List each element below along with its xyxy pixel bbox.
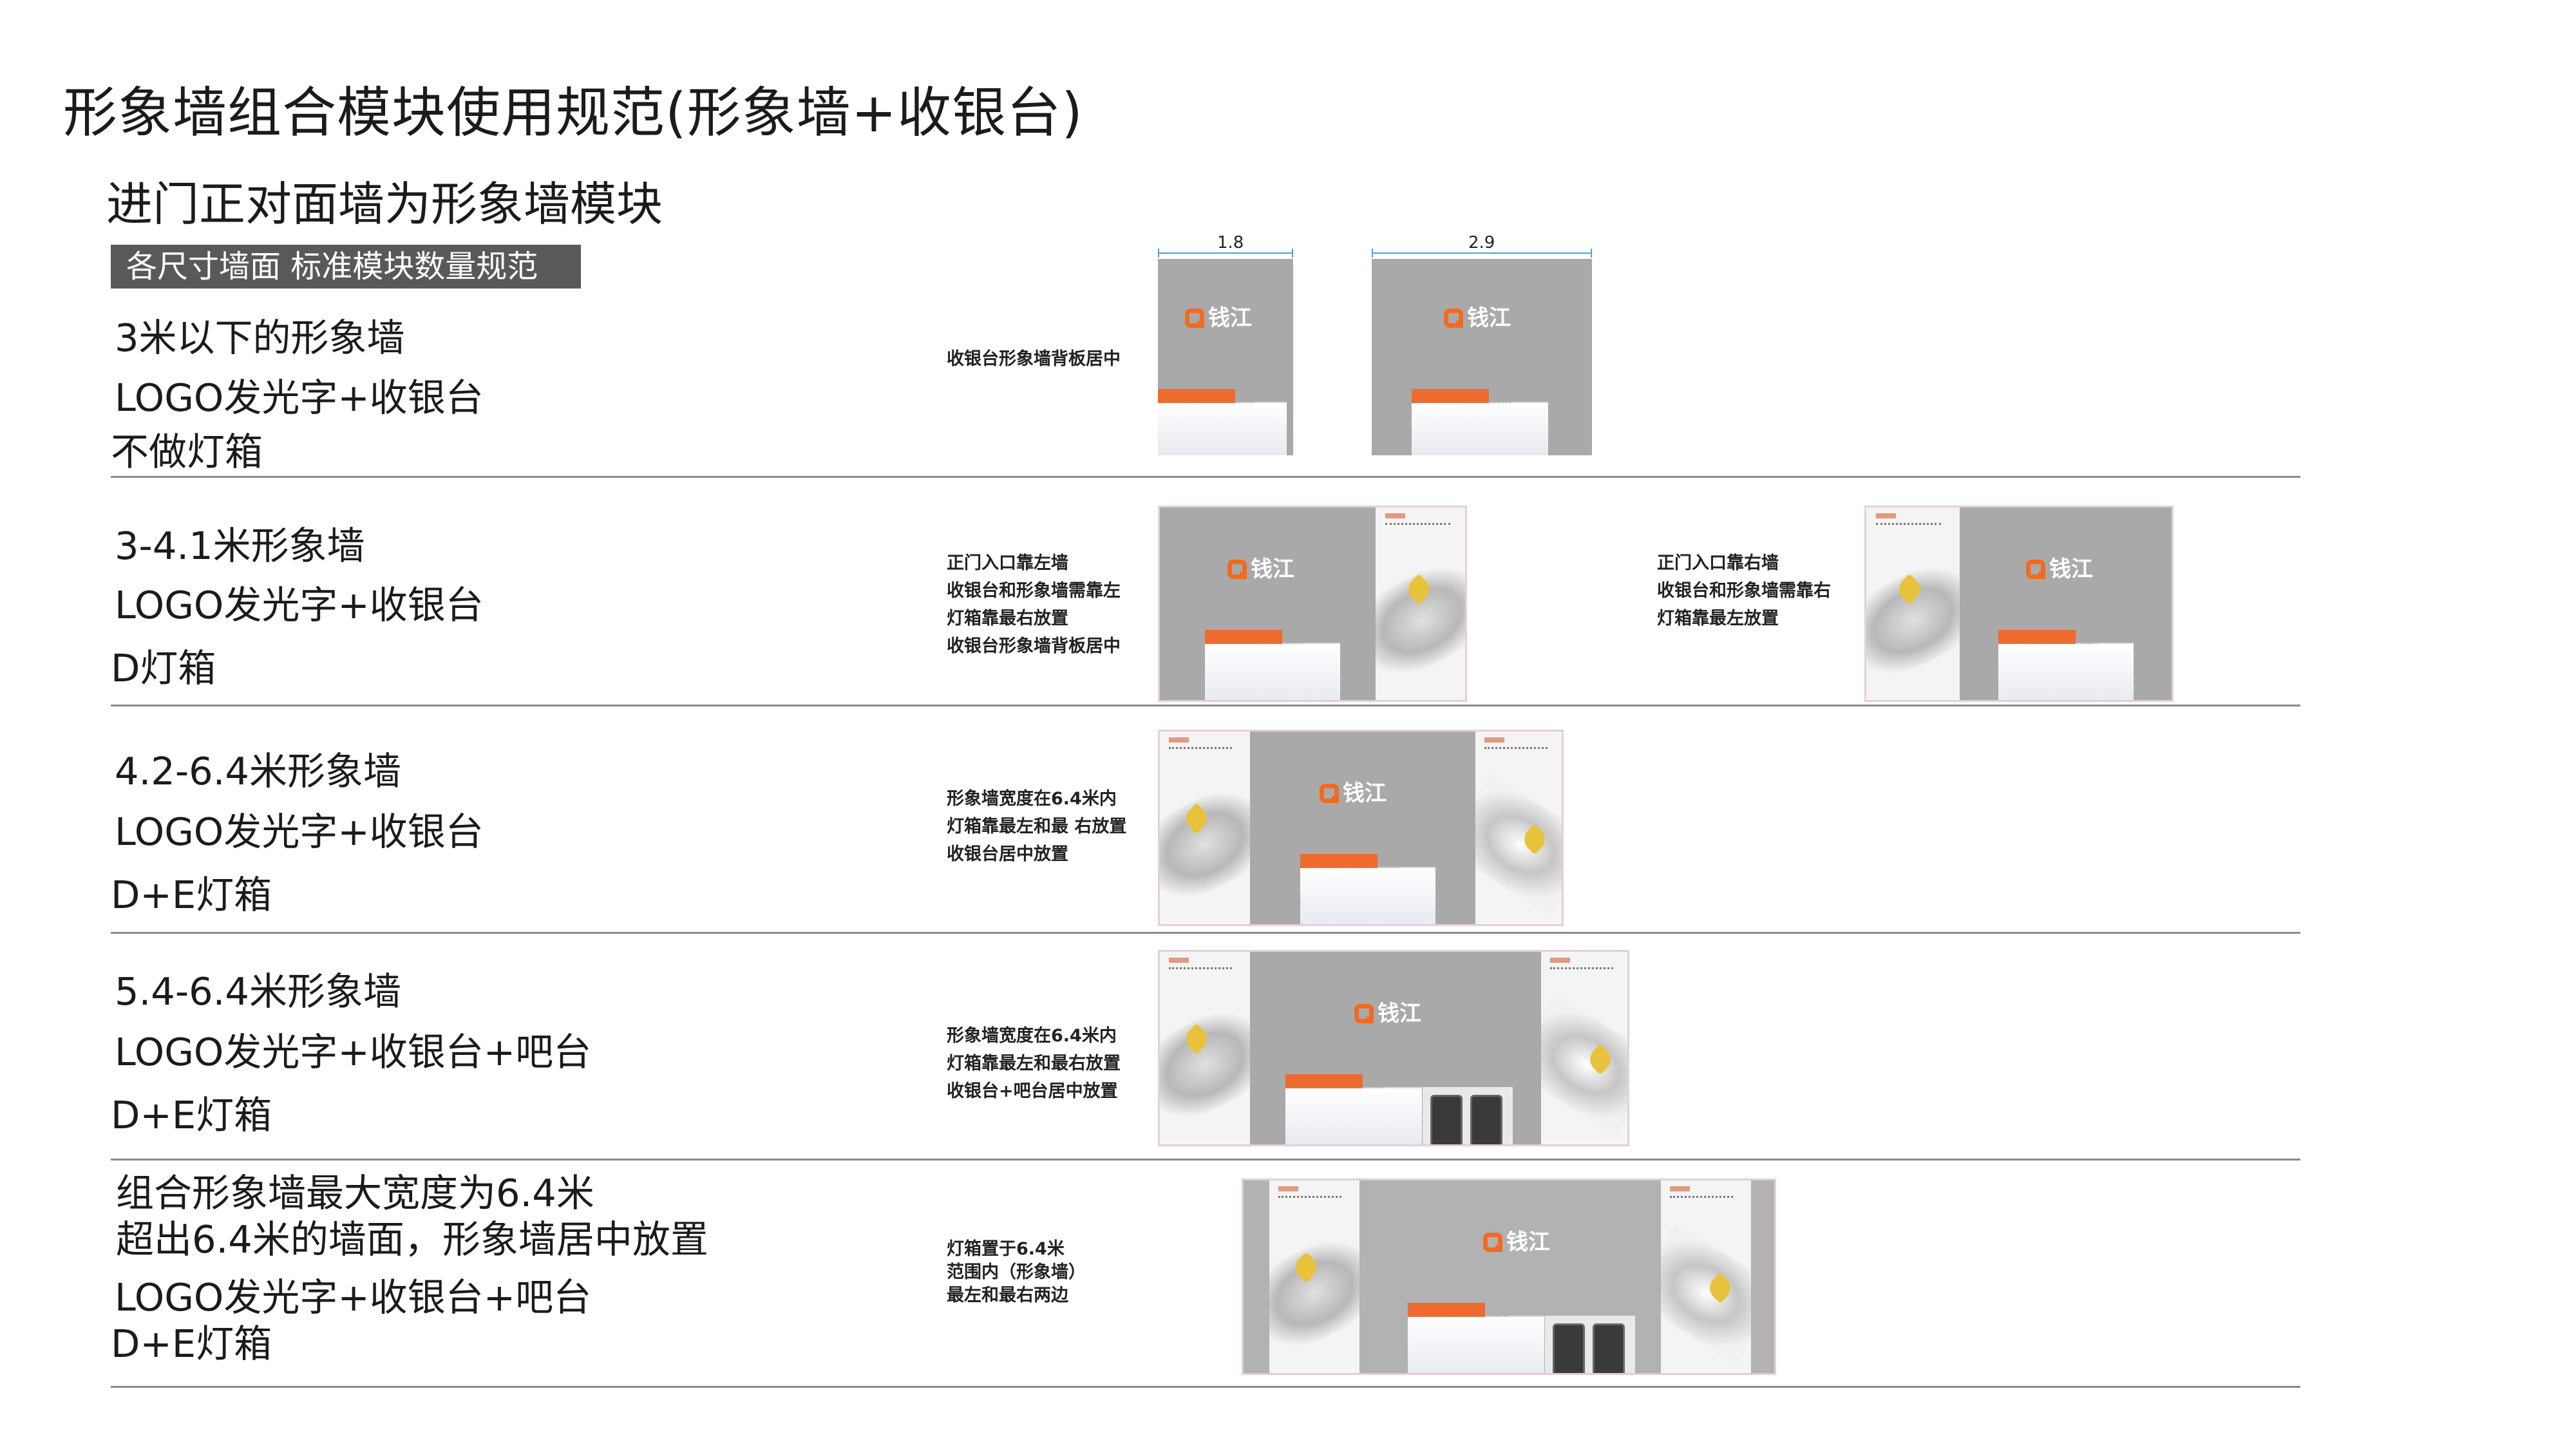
lightbox-d bbox=[1376, 507, 1465, 700]
row1-label-1: 3米以下的形象墙 bbox=[115, 316, 405, 360]
dimension-line-1 bbox=[1158, 249, 1293, 258]
cashier-counter bbox=[1412, 389, 1548, 455]
cashier-counter bbox=[1285, 1074, 1422, 1144]
row2-label-1: 3-4.1米形象墙 bbox=[115, 524, 365, 568]
cashier-counter bbox=[1998, 630, 2134, 700]
row4-note: 形象墙宽度在6.4米内灯箱靠最左和最右放置收银台+吧台居中放置 bbox=[947, 1026, 1121, 1101]
wall-mockup-left-entry: 钱江 bbox=[1158, 506, 1467, 702]
row3-label-1: 4.2-6.4米形象墙 bbox=[115, 749, 401, 793]
cashier-counter bbox=[1205, 630, 1340, 700]
dimension-line-2 bbox=[1372, 249, 1592, 258]
brand-logo-icon bbox=[1320, 784, 1339, 803]
lightbox-e bbox=[1661, 1180, 1751, 1373]
row4-label-2: LOGO发光字+收银台+吧台 bbox=[115, 1030, 592, 1074]
row1-label-3: 不做灯箱 bbox=[111, 430, 263, 474]
row-divider bbox=[111, 1386, 2300, 1388]
lightbox-d bbox=[1269, 1180, 1359, 1373]
page-title: 形象墙组合模块使用规范(形象墙+收银台) bbox=[63, 81, 1083, 144]
brand-logo: 钱江 bbox=[1227, 551, 1294, 583]
cashier-counter bbox=[1158, 389, 1287, 455]
section-badge: 各尺寸墙面 标准模块数量规范 bbox=[111, 245, 581, 289]
dimension-1-8: 1.8 bbox=[1217, 233, 1244, 252]
wall-mockup-4-2-6-4: 钱江 bbox=[1158, 730, 1564, 926]
bar-stool bbox=[1593, 1323, 1625, 1373]
wall-mockup-1-8: 钱江 bbox=[1158, 259, 1293, 455]
row3-note: 形象墙宽度在6.4米内灯箱靠最左和最 右放置收银台居中放置 bbox=[947, 789, 1127, 864]
row5-note: 灯箱置于6.4米范围内（形象墙）最左和最右两边 bbox=[947, 1239, 1086, 1305]
brand-logo: 钱江 bbox=[1444, 300, 1511, 332]
brand-logo: 钱江 bbox=[1185, 300, 1252, 332]
bar-counter bbox=[1423, 1087, 1513, 1144]
brand-logo-icon bbox=[1483, 1233, 1502, 1252]
wall-mockup-2-9: 钱江 bbox=[1372, 259, 1592, 455]
bar-counter bbox=[1545, 1316, 1635, 1373]
brand-logo: 钱江 bbox=[1354, 996, 1421, 1027]
row2-note-right: 正门入口靠右墙收银台和形象墙需靠右灯箱靠最左放置 bbox=[1657, 553, 1831, 629]
wall-mockup-5-4-6-4: 钱江 bbox=[1158, 950, 1629, 1146]
lightbox-e bbox=[1475, 732, 1562, 924]
row-divider bbox=[111, 705, 2300, 706]
lightbox-e bbox=[1541, 952, 1627, 1144]
wall-mockup-right-entry: 钱江 bbox=[1864, 506, 2174, 702]
row5-label-2: 超出6.4米的墙面，形象墙居中放置 bbox=[116, 1217, 708, 1262]
row2-note-left: 正门入口靠左墙收银台和形象墙需靠左 灯箱靠最右放置收银台形象墙背板居中 bbox=[947, 553, 1121, 656]
bar-stool bbox=[1430, 1095, 1463, 1144]
row3-label-3: D+E灯箱 bbox=[111, 873, 272, 917]
brand-logo-icon bbox=[2026, 560, 2045, 579]
brand-logo-icon bbox=[1227, 560, 1247, 579]
row5-label-3: LOGO发光字+收银台+吧台 bbox=[115, 1275, 592, 1320]
row5-label-4: D+E灯箱 bbox=[111, 1321, 272, 1366]
row1-label-2: LOGO发光字+收银台 bbox=[115, 375, 484, 420]
bar-stool bbox=[1470, 1095, 1502, 1144]
row-divider bbox=[111, 932, 2300, 934]
cashier-counter bbox=[1300, 854, 1435, 924]
brand-logo-icon bbox=[1444, 308, 1463, 328]
dimension-2-9: 2.9 bbox=[1468, 233, 1495, 252]
brand-logo: 钱江 bbox=[1320, 775, 1387, 807]
row4-label-1: 5.4-6.4米形象墙 bbox=[115, 969, 401, 1014]
row1-note: 收银台形象墙背板居中 bbox=[947, 349, 1121, 369]
page-subtitle: 进门正对面墙为形象墙模块 bbox=[106, 177, 663, 231]
row5-label-1: 组合形象墙最大宽度为6.4米 bbox=[116, 1171, 594, 1215]
row2-label-2: LOGO发光字+收银台 bbox=[115, 583, 484, 627]
lightbox-d bbox=[1866, 507, 1960, 700]
brand-logo-icon bbox=[1185, 308, 1204, 328]
row-divider bbox=[111, 476, 2300, 478]
wall-mockup-max-6-4: 钱江 bbox=[1242, 1179, 1776, 1375]
row-divider bbox=[111, 1159, 2300, 1160]
brand-logo: 钱江 bbox=[1483, 1224, 1550, 1256]
brand-logo-icon bbox=[1354, 1004, 1374, 1023]
bar-stool bbox=[1553, 1323, 1585, 1373]
row3-label-2: LOGO发光字+收银台 bbox=[115, 810, 484, 854]
lightbox-d bbox=[1160, 732, 1250, 924]
row2-label-3: D灯箱 bbox=[111, 646, 216, 690]
cashier-counter bbox=[1408, 1303, 1544, 1373]
brand-logo: 钱江 bbox=[2026, 551, 2093, 583]
row4-label-3: D+E灯箱 bbox=[111, 1093, 272, 1137]
lightbox-d bbox=[1160, 952, 1250, 1144]
